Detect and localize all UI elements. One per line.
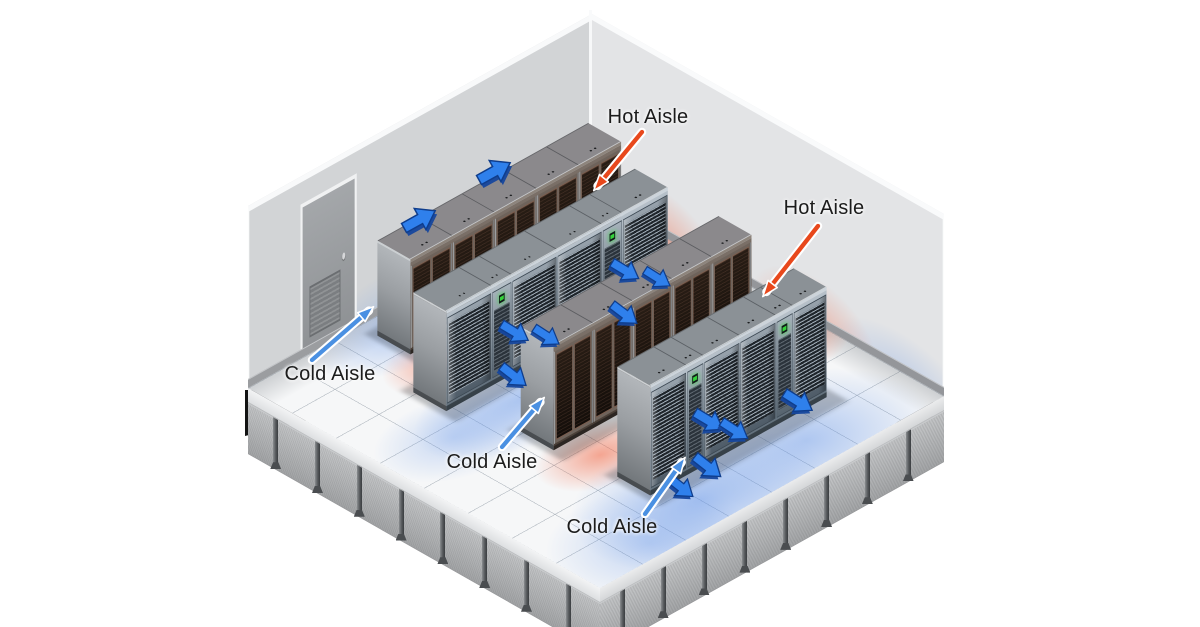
floor-pillar <box>660 566 666 618</box>
floor-pillar <box>314 441 320 493</box>
cold-aisle-label-left: Cold Aisle <box>284 363 376 385</box>
hot-aisle-label-right: Hot Aisle <box>783 197 865 219</box>
floor-pillar <box>356 464 362 516</box>
cold-aisle-label-center: Cold Aisle <box>446 451 538 473</box>
floor-pillar <box>619 589 625 627</box>
floor-pillar <box>701 543 707 595</box>
floor-pillar <box>824 475 830 527</box>
floor-pillar <box>523 559 529 611</box>
floor-pillar <box>905 429 911 481</box>
floor-pillar <box>742 520 748 572</box>
floor-pillar <box>398 488 404 540</box>
wall-corner-edge <box>589 10 592 198</box>
floor-pillar <box>565 583 571 627</box>
floor-pillar <box>783 497 789 549</box>
floor-pillar <box>273 417 279 469</box>
hot-aisle-label-top: Hot Aisle <box>607 106 689 128</box>
floor-pillar <box>440 512 446 564</box>
floor-pillar <box>864 452 870 504</box>
floor-pillar <box>482 536 488 588</box>
cold-aisle-label-front: Cold Aisle <box>566 516 658 538</box>
